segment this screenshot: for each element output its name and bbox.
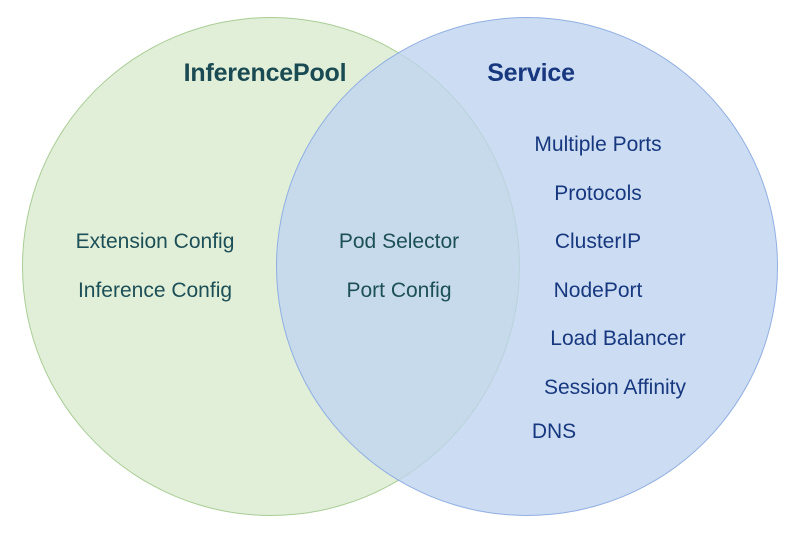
service-item-multiple-ports: Multiple Ports <box>534 133 662 156</box>
service-item-clusterip: ClusterIP <box>554 230 642 253</box>
shared-item-pod-selector: Pod Selector <box>338 230 460 253</box>
service-title: Service <box>487 59 575 87</box>
inferencepool-title: InferencePool <box>183 59 347 87</box>
service-item-load-balancer: Load Balancer <box>550 327 686 350</box>
inferencepool-item-extension-config: Extension Config <box>75 230 235 253</box>
service-item-dns: DNS <box>531 420 577 443</box>
service-item-nodeport: NodePort <box>553 279 643 302</box>
service-circle[interactable] <box>276 17 778 516</box>
service-item-protocols: Protocols <box>554 182 642 205</box>
service-item-session-affinity: Session Affinity <box>543 376 687 399</box>
inferencepool-item-inference-config: Inference Config <box>77 279 233 302</box>
shared-item-port-config: Port Config <box>346 279 452 302</box>
